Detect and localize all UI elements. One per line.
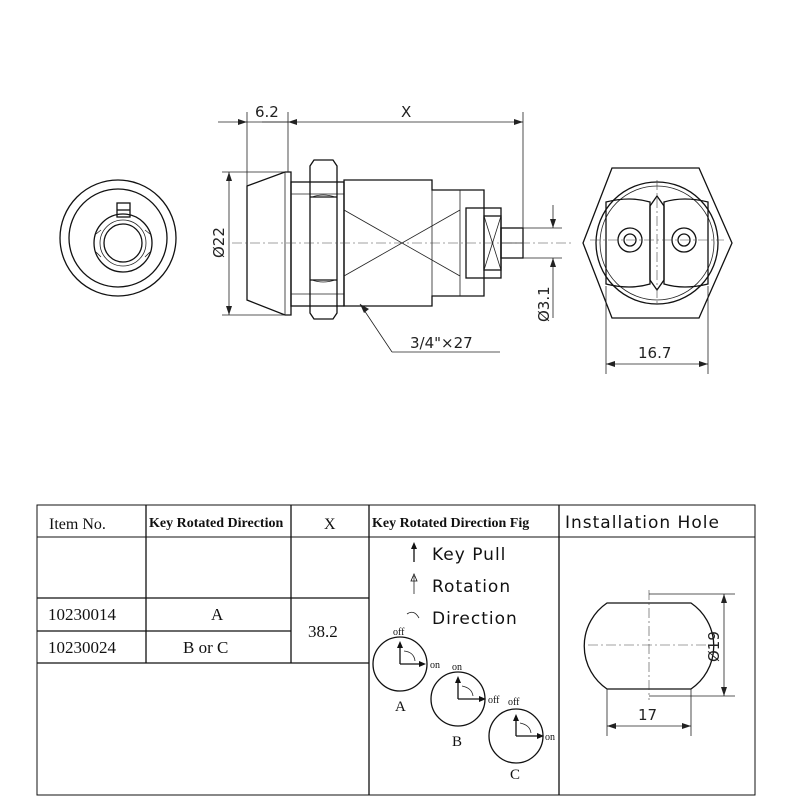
body-length-label: X xyxy=(401,103,411,121)
rear-view: 16.7 xyxy=(582,167,733,374)
fig-a-off: off xyxy=(393,627,405,638)
thread-label: 3/4"×27 xyxy=(410,334,473,352)
flange-thickness-label: 6.2 xyxy=(255,103,279,121)
hole-diameter-label: Ø19 xyxy=(705,631,723,662)
legend-key-pull: Key Pull xyxy=(432,545,506,565)
hex-width-label: 16.7 xyxy=(638,344,671,362)
row1-item: 10230014 xyxy=(48,605,117,624)
fig-a-label: A xyxy=(395,699,406,715)
fig-a-on: on xyxy=(430,660,440,671)
fig-c-off: off xyxy=(508,697,520,708)
direction-legend: Key Pull Rotation Direction xyxy=(406,542,518,629)
header-direction-fig: Key Rotated Direction Fig xyxy=(372,516,529,531)
fig-c-on: on xyxy=(545,732,555,743)
header-x: X xyxy=(324,516,336,533)
figure-a: off on A xyxy=(372,627,440,715)
header-item-no: Item No. xyxy=(49,516,106,533)
flange-diameter-label: Ø22 xyxy=(210,227,228,258)
side-view-dimensions: 6.2 X Ø22 Ø3.1 3/4"×27 xyxy=(210,103,562,353)
hole-flat-label: 17 xyxy=(638,706,657,724)
header-key-rotated-direction: Key Rotated Direction xyxy=(149,516,283,531)
row2-item: 10230024 xyxy=(48,638,117,657)
spec-table: Item No. Key Rotated Direction X Key Rot… xyxy=(36,504,756,796)
x-value: 38.2 xyxy=(308,622,338,641)
header-installation-hole: Installation Hole xyxy=(565,513,720,533)
side-view xyxy=(232,159,574,320)
row1-direction: A xyxy=(211,605,224,624)
installation-hole: Ø19 17 xyxy=(583,590,735,736)
row2-direction: B or C xyxy=(183,638,228,657)
legend-direction: Direction xyxy=(432,609,518,629)
legend-rotation: Rotation xyxy=(432,577,511,597)
figure-b: on off B xyxy=(430,662,500,750)
fig-b-on: on xyxy=(452,662,462,673)
fig-b-label: B xyxy=(452,734,462,750)
pin-diameter-label: Ø3.1 xyxy=(535,286,553,322)
figure-c: off on C xyxy=(488,697,555,783)
front-view xyxy=(59,179,177,297)
fig-c-label: C xyxy=(510,767,520,783)
fig-b-off: off xyxy=(488,695,500,706)
